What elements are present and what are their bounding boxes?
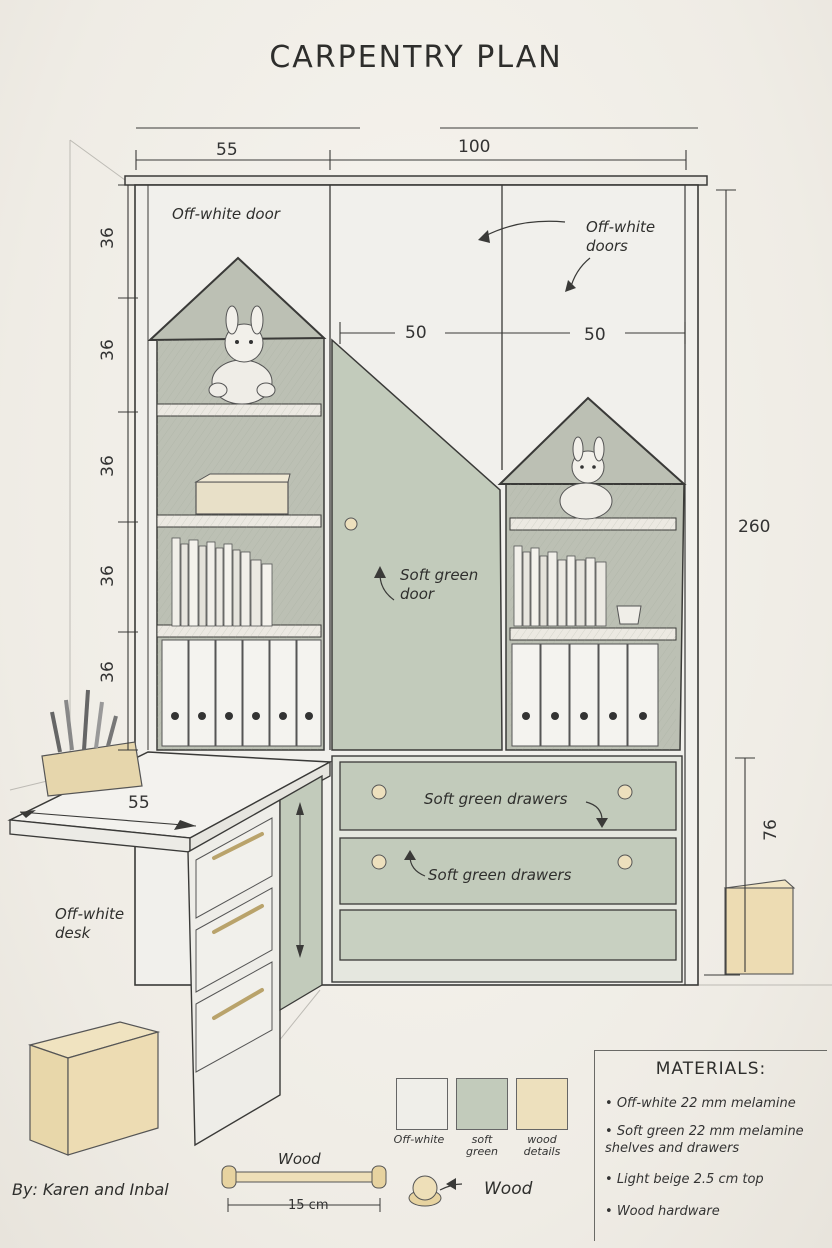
note-off-white-doors: Off-white doors (586, 218, 656, 255)
dimension-lines (19, 127, 755, 976)
note-soft-green-door: Soft green door (400, 566, 479, 603)
dim-total-height: 260 (738, 517, 771, 537)
plan-title: CARPENTRY PLAN (269, 40, 563, 75)
dim-top-left: 55 (216, 140, 238, 160)
bunny-toy-left (208, 305, 276, 405)
binder-holes-left (171, 712, 313, 720)
dim-handle-length: 15 cm (288, 1198, 329, 1213)
material-item-4: • Wood hardware (605, 1204, 720, 1219)
wood-block-right (723, 879, 796, 975)
arrow-heads (20, 230, 608, 1190)
dim-inner-left: 50 (405, 323, 427, 343)
books-right (513, 545, 607, 627)
books-left (171, 537, 273, 627)
off-white-desk (7, 751, 333, 1147)
note-off-white-door: Off-white door (172, 205, 280, 223)
dim-side-2: 36 (97, 339, 118, 361)
small-bowl (616, 605, 642, 625)
materials-title: MATERIALS: (655, 1059, 767, 1079)
dim-side-1: 36 (97, 227, 118, 249)
binders-right (511, 643, 659, 747)
swatch-off-white-label: Off-white (393, 1133, 445, 1146)
dim-side-4: 36 (97, 565, 118, 587)
dim-desk-depth: 55 (128, 793, 150, 813)
material-item-3: • Light beige 2.5 cm top (605, 1172, 764, 1187)
dim-side-3: 36 (97, 455, 118, 477)
bunny-toy-right (559, 436, 613, 520)
soft-green-drawer-bank (331, 755, 683, 983)
wood-knob (408, 1175, 442, 1207)
note-off-white-desk: Off-white desk (55, 905, 125, 942)
cabinet-top-cornice (124, 175, 708, 186)
pencil-box (41, 689, 143, 797)
soft-green-door (331, 338, 503, 751)
swatch-soft-green-label: soft green (465, 1133, 498, 1158)
note-soft-green-drawers-top: Soft green drawers (424, 790, 568, 808)
swatch-soft-green (456, 1078, 508, 1130)
swatch-wood (516, 1078, 568, 1130)
material-item-1: • Off-white 22 mm melamine (605, 1096, 796, 1111)
credit-text: By: Karen and Inbal (12, 1180, 169, 1199)
storage-box (194, 473, 291, 515)
dim-inner-right: 50 (584, 325, 606, 345)
wood-block-left (27, 1021, 161, 1156)
note-soft-green-drawers-bottom: Soft green drawers (428, 866, 572, 884)
dim-side-5: 36 (97, 661, 118, 683)
binder-holes-right (522, 712, 647, 720)
swatch-off-white (396, 1078, 448, 1130)
dim-top-right: 100 (458, 137, 491, 157)
note-wood-handle: Wood (278, 1150, 321, 1168)
wood-bar-handle (221, 1165, 387, 1212)
material-item-2: • Soft green 22 mm melamine shelves and … (605, 1124, 804, 1156)
note-wood-knob: Wood (484, 1179, 533, 1199)
swatch-wood-label: wood details (523, 1133, 561, 1158)
binders-left (161, 639, 322, 747)
materials-panel: MATERIALS: • Off-white 22 mm melamine • … (594, 1050, 827, 1241)
upper-off-white-doors (329, 185, 503, 750)
dim-desk-height: 76 (760, 819, 781, 841)
